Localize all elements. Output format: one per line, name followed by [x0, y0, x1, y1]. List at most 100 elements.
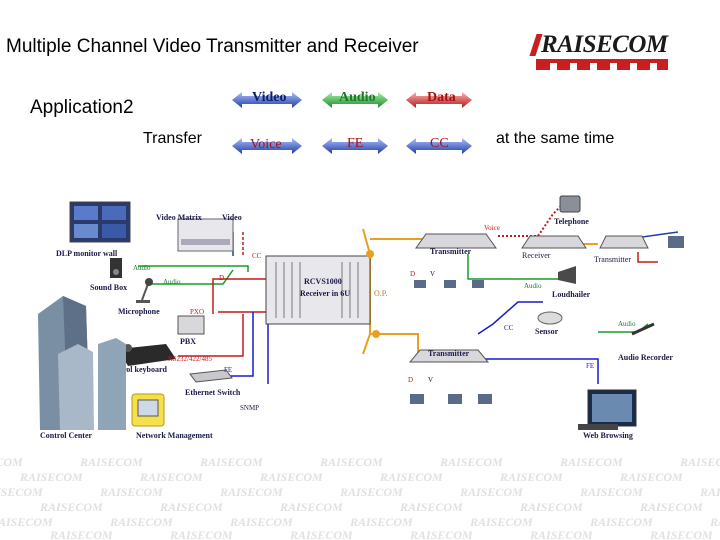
v-lower-label: V: [428, 376, 433, 384]
d-left-label: D: [219, 274, 224, 282]
receiver-small-label: Receiver: [522, 251, 551, 260]
fe-arrow-icon: [322, 138, 388, 154]
watermark-text: RAISECOM: [680, 455, 720, 469]
watermark-text: RAISECOM: [200, 455, 263, 469]
watermark-text: RAISECOM: [0, 485, 43, 499]
video-label: Video: [222, 213, 242, 222]
cameras-lower-icon: [410, 394, 492, 404]
watermark-text: RAISECOM: [0, 515, 53, 529]
watermark-text: RAISECOM: [400, 500, 463, 514]
sensor-icon: [537, 311, 563, 325]
control-center-building-icon: [38, 296, 126, 430]
watermark-text: RAISECOM: [80, 455, 143, 469]
transmitter-right-label: Transmitter: [594, 255, 631, 264]
receiver-small-icon: [521, 235, 587, 249]
sensor-label: Sensor: [535, 327, 559, 336]
loudhailer-icon: [558, 266, 576, 284]
watermark-text: RAISECOM: [260, 470, 323, 484]
watermark-text: RAISECOM: [50, 528, 113, 540]
transmitter-top-label: Transmitter: [430, 247, 472, 256]
v-top-label: V: [430, 270, 435, 278]
telephone-icon: [559, 195, 581, 213]
network-management-icon: [131, 393, 165, 427]
op-label: O.P.: [374, 289, 387, 298]
sound-box-icon: [110, 258, 122, 278]
logo-characters-icon: [550, 63, 657, 70]
logo-red-bar: [536, 59, 668, 70]
watermark-text: RAISECOM: [410, 528, 473, 540]
watermark-text: RAISECOM: [500, 470, 563, 484]
watermark-text: RAISECOM: [340, 485, 403, 499]
dlp-monitor-wall-icon: [69, 201, 131, 243]
legend-arrows: [232, 92, 472, 154]
microphone-label: Microphone: [118, 307, 160, 316]
watermark-text: RAISECOM: [110, 515, 173, 529]
legend-audio: Audio: [339, 90, 376, 105]
sound-box-label: Sound Box: [90, 283, 127, 292]
receiver-name: RCVS1000: [304, 277, 342, 286]
camera-far-right-icon: [668, 236, 684, 248]
legend-data: Data: [427, 90, 456, 105]
dlp-label: DLP monitor wall: [56, 249, 118, 258]
transmitter-lower-label: Transmitter: [428, 349, 470, 358]
audio-recorder-icon: [631, 322, 655, 336]
watermark-text: RAISECOM: [590, 515, 653, 529]
video-matrix-label: Video Matrix: [156, 213, 202, 222]
legend-voice: Voice: [250, 137, 282, 152]
watermark-text: RAISECOM: [20, 470, 83, 484]
legend-cc: CC: [430, 136, 449, 151]
watermark-text: RAISECOM: [620, 470, 683, 484]
watermark-text: RAISECOM: [100, 485, 163, 499]
snmp-label: SNMP: [240, 404, 259, 412]
cc-arrow-icon: [406, 138, 472, 154]
pbx-icon: [177, 315, 205, 335]
watermark-text: RAISECOM: [0, 455, 23, 469]
same-time-label: at the same time: [496, 130, 615, 147]
slide-title: Multiple Channel Video Transmitter and R…: [6, 36, 419, 57]
receiver-desc: Receiver in 6U: [300, 289, 350, 298]
watermark-text: RAISECOM: [470, 515, 533, 529]
cameras-top-icon: [414, 280, 484, 288]
network-management-label: Network Management: [136, 431, 213, 440]
watermark-text: RAISECOM: [230, 515, 293, 529]
fe-right-label: FE: [586, 362, 594, 370]
web-browsing-label: Web Browsing: [583, 431, 633, 440]
rs-label: RS232/422/485: [168, 355, 212, 363]
subheading: Application2: [30, 97, 134, 118]
video-arrow-icon: [232, 92, 302, 108]
watermark-text: RAISECOM: [580, 485, 643, 499]
optical-connector-top-icon: [366, 250, 374, 258]
watermark-text: RAISECOM: [700, 485, 720, 499]
watermark-text: RAISECOM: [40, 500, 103, 514]
watermark-text: RAISECOM: [530, 528, 593, 540]
d-lower-label: D: [408, 376, 413, 384]
loudhailer-label: Loudhailer: [552, 290, 591, 299]
watermark-text: RAISECOM: [460, 485, 523, 499]
control-keyboard-label: Control keyboard: [106, 365, 168, 374]
optical-connector-bottom-icon: [372, 330, 380, 338]
watermark-text: RAISECOM: [380, 470, 443, 484]
pxo-label: PXO: [190, 308, 204, 316]
ethernet-switch-icon: [189, 369, 233, 383]
video-matrix-icon: [177, 218, 234, 252]
d-top-label: D: [410, 270, 415, 278]
watermark-text: RAISECOM: [350, 515, 413, 529]
receiver-chassis-icon: [265, 255, 371, 325]
raisecom-logo: RAISECOM: [529, 30, 675, 72]
logo-wordmark: RAISECOM: [541, 31, 668, 58]
watermark-text: RAISECOM: [280, 500, 343, 514]
watermark-text: RAISECOM: [520, 500, 583, 514]
watermark-text: RAISECOM: [640, 500, 703, 514]
fe-switch-label: FE: [224, 366, 232, 374]
audio-in-label: Audio: [163, 278, 181, 286]
transmitter-right-icon: [599, 235, 649, 249]
cc-sensor-label: CC: [504, 324, 514, 332]
voice-label: Voice: [484, 224, 500, 232]
signal-legend: Video Audio Data Voice FE CC: [230, 88, 480, 168]
network-diagram: DLP monitor wall Video Matrix Video Soun…: [38, 184, 693, 456]
recorder-audio-label: Audio: [618, 320, 636, 328]
watermark-text: RAISECOM: [440, 455, 503, 469]
transmitter-top-icon: [415, 233, 497, 249]
watermark-text: RAISECOM: [320, 455, 383, 469]
audio-right-label: Audio: [524, 282, 542, 290]
